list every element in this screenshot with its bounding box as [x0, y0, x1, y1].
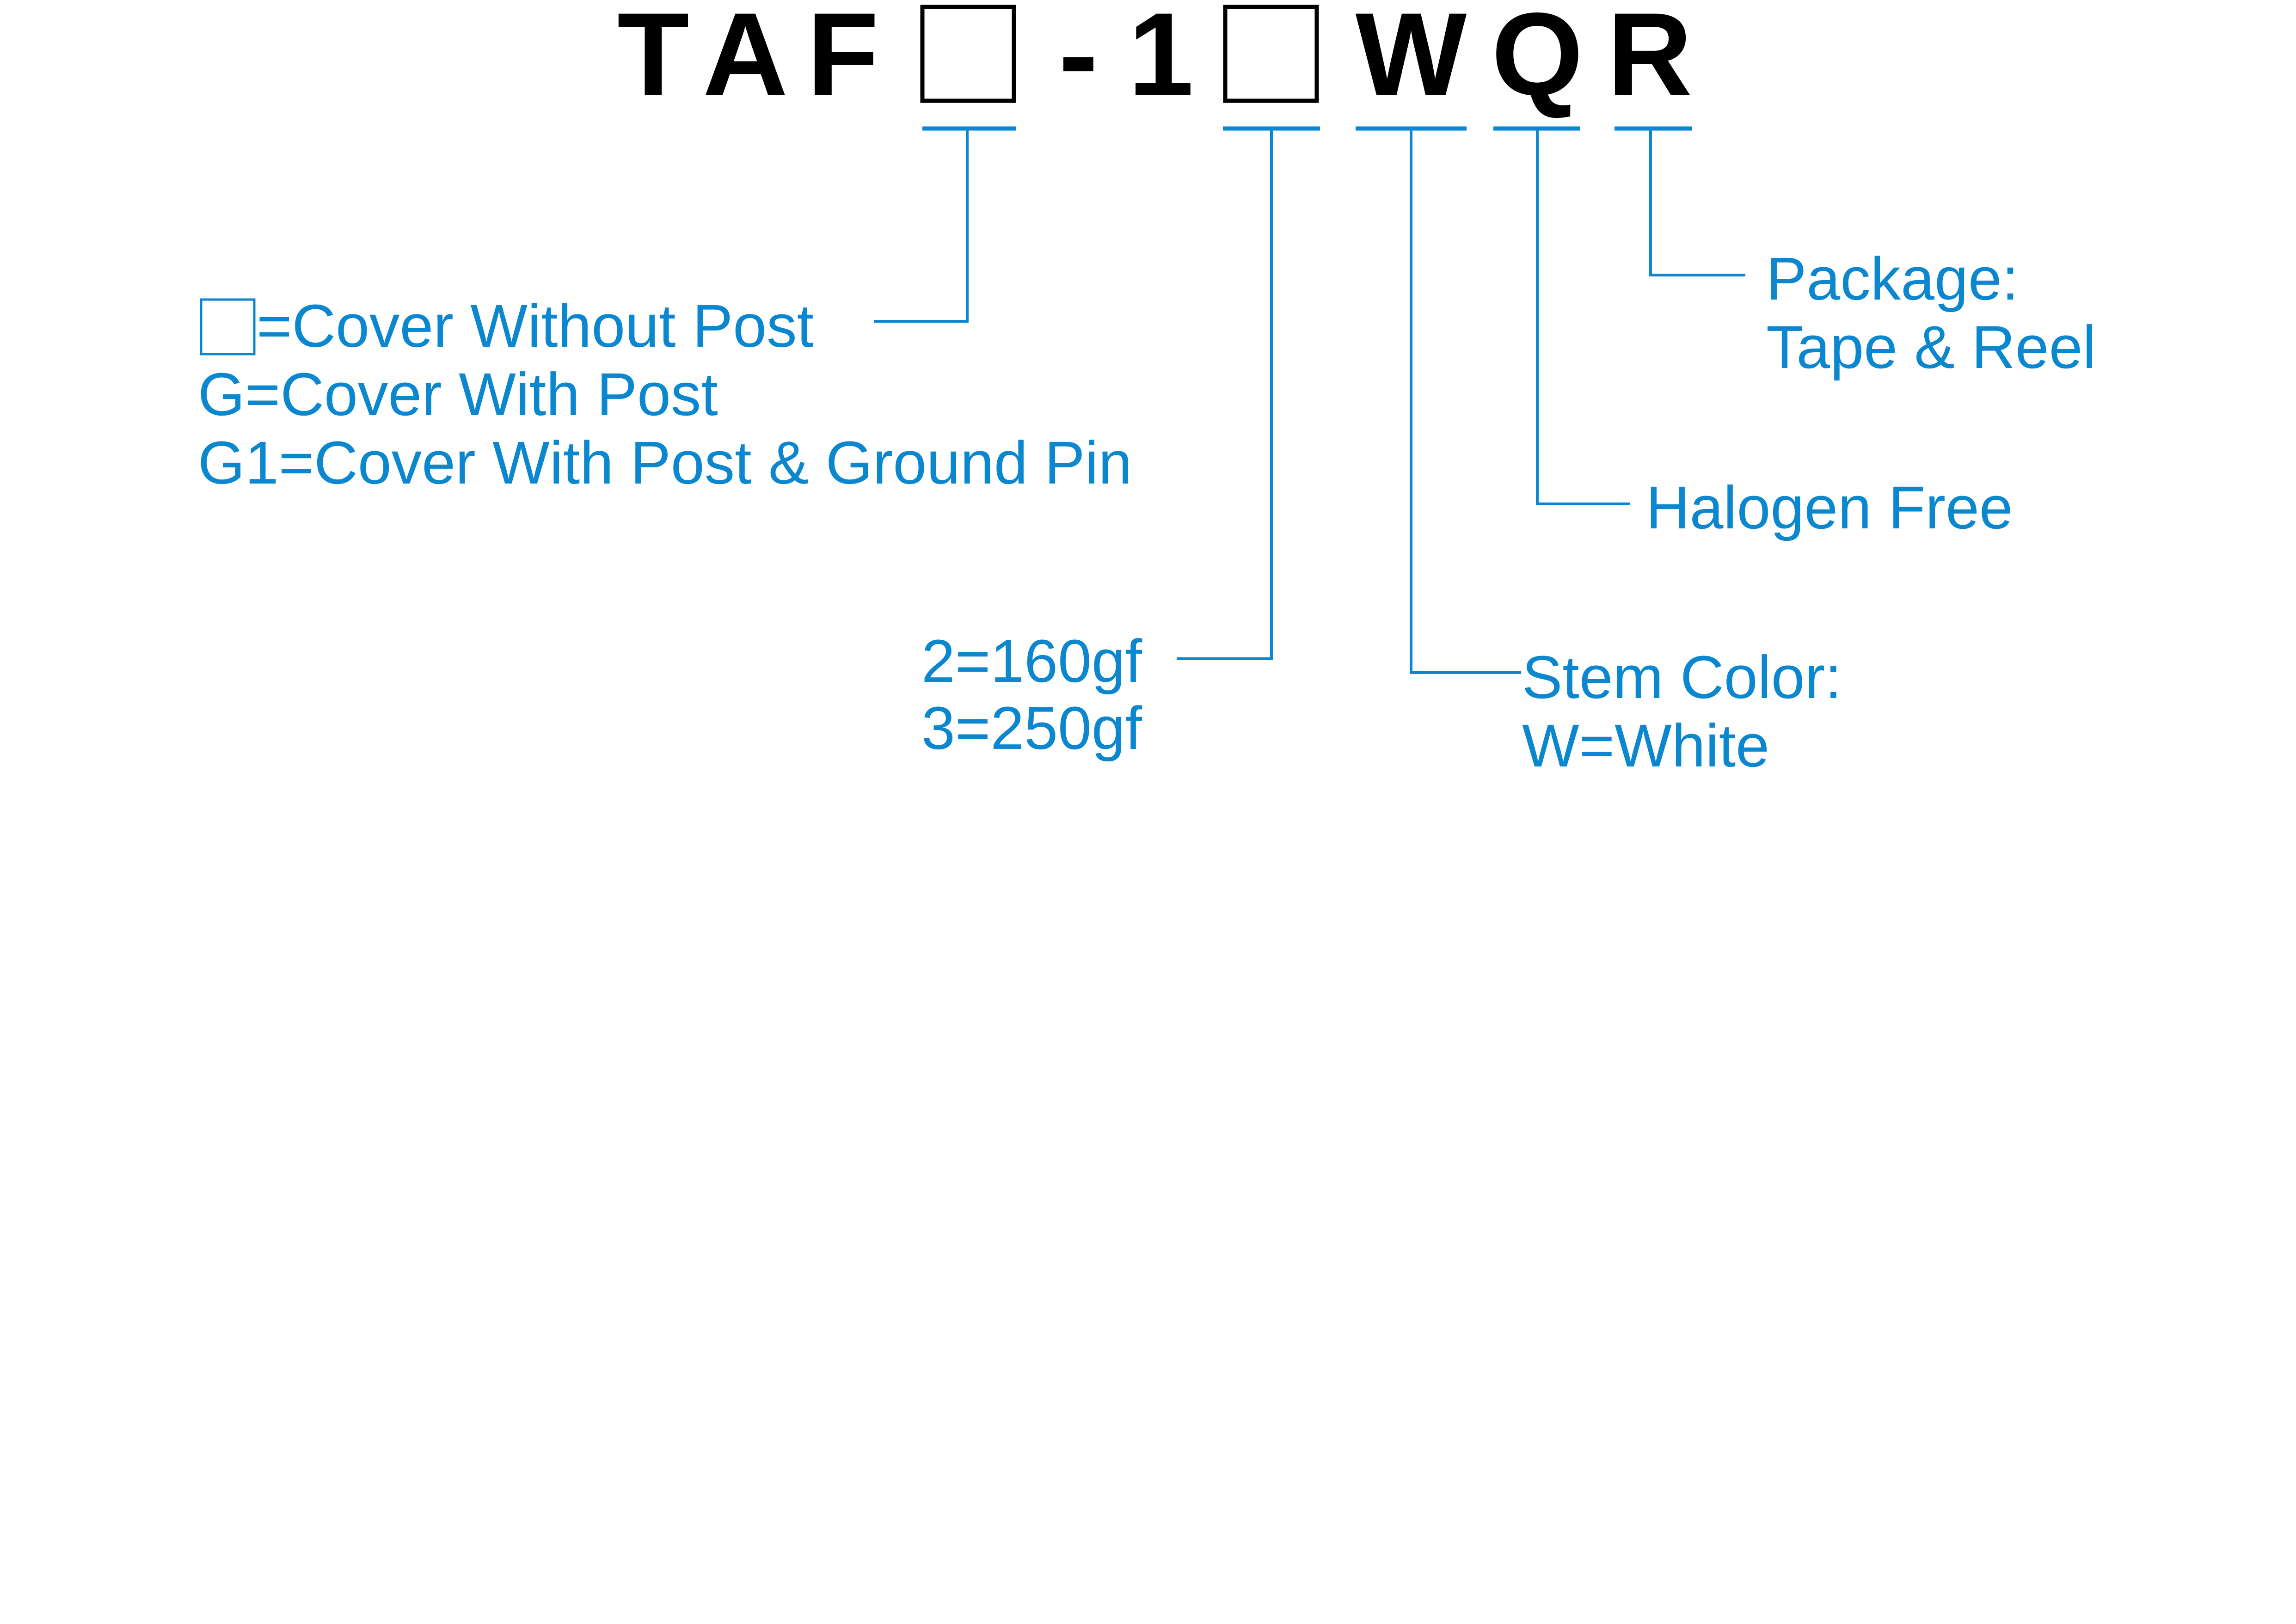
leader-package: [1649, 129, 1745, 276]
cover-placeholder-box-icon: [200, 298, 256, 355]
package-info: Package: Tape & Reel: [1766, 245, 2096, 381]
cover-options: =Cover Without Post G=Cover With Post G1…: [198, 292, 1132, 496]
cover-option-with-post: G=Cover With Post: [198, 360, 718, 428]
cover-option-with-post-ground-pin: G1=Cover With Post & Ground Pin: [198, 429, 1132, 496]
stem-color: Stem Color: W=White: [1522, 643, 1842, 779]
code-char-r: R: [1607, 0, 1692, 120]
leader-lines: [874, 129, 1745, 674]
halogen-free-label: Halogen Free: [1646, 473, 2013, 541]
code-char-q: Q: [1492, 0, 1583, 120]
code-char-t: T: [617, 0, 689, 120]
code-char-w: W: [1356, 0, 1467, 120]
leader-cover: [874, 129, 969, 323]
code-char-a: A: [703, 0, 788, 120]
part-number-code: T A F - 1 W Q R: [617, 0, 1692, 120]
package-label: Package:: [1766, 245, 2019, 313]
halogen-info: Halogen Free: [1646, 473, 2013, 541]
code-placeholder-box-cover: [920, 5, 1016, 103]
cover-option-without-post: =Cover Without Post: [257, 292, 814, 360]
leader-stem: [1410, 129, 1521, 674]
code-placeholder-box-force: [1223, 5, 1319, 103]
force-option-250gf: 3=250gf: [921, 694, 1142, 762]
stem-color-white: W=White: [1522, 711, 1769, 779]
code-char-f: F: [807, 0, 879, 120]
leader-halogen: [1536, 129, 1630, 505]
stem-color-label: Stem Color:: [1522, 643, 1842, 711]
force-option-160gf: 2=160gf: [921, 627, 1142, 695]
code-char-1: 1: [1128, 0, 1194, 120]
package-tape-reel: Tape & Reel: [1766, 313, 2096, 381]
code-char-dash: -: [1059, 0, 1098, 120]
force-options: 2=160gf 3=250gf: [921, 627, 1142, 762]
leader-force: [1177, 129, 1273, 660]
